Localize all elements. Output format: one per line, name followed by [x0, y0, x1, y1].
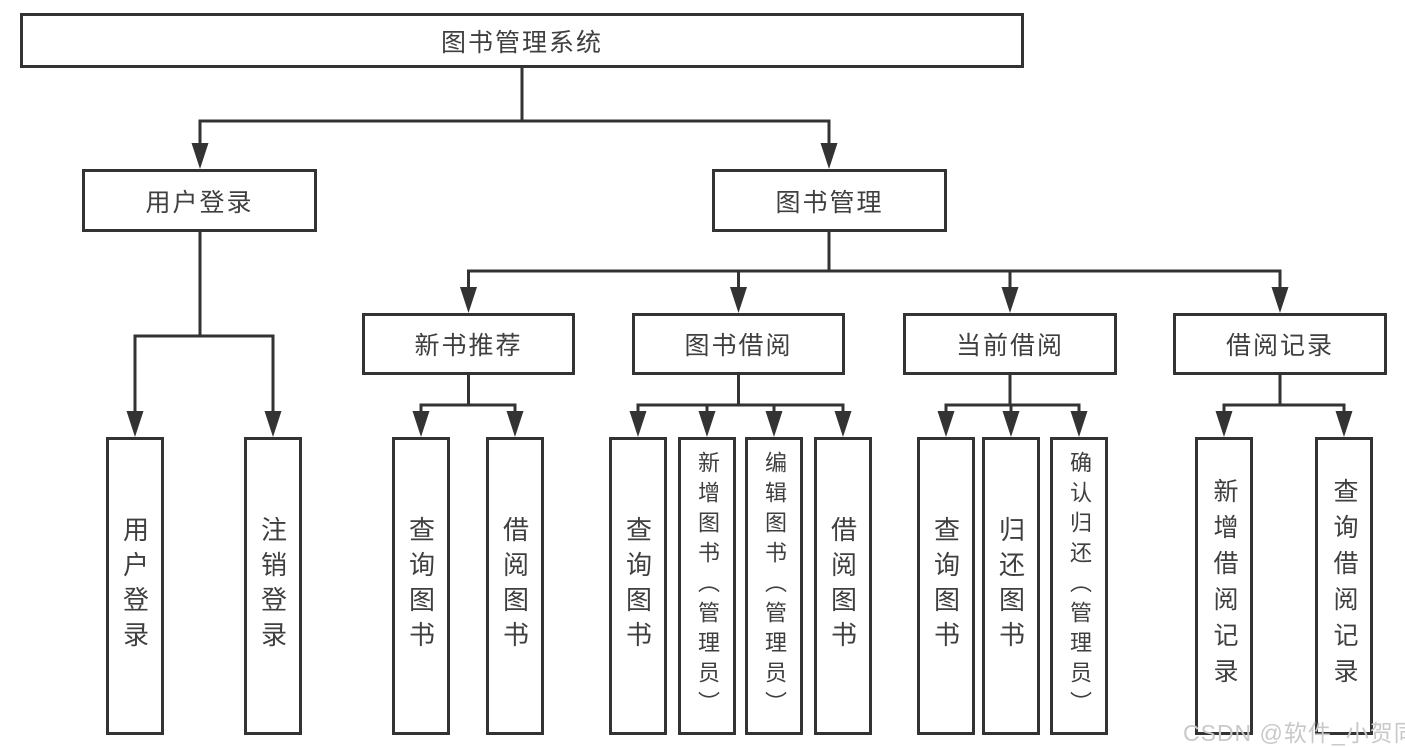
arrowhead-icon: [1335, 411, 1353, 437]
arrowhead-icon: [765, 411, 783, 437]
arrowhead-icon: [126, 411, 144, 437]
node-book-borrowing: 图书借阅: [632, 313, 845, 375]
csdn-watermark: CSDN @软件_小贺同学: [1183, 720, 1405, 746]
leaf-add-borrow-record: 新增借阅记录: [1195, 437, 1253, 735]
arrowhead-icon: [506, 411, 524, 437]
arrowhead-icon: [730, 287, 747, 313]
arrowhead-icon: [264, 411, 282, 437]
leaf-edit-book-admin: 编辑图书（管理员）: [745, 437, 803, 735]
node-user-login: 用户登录: [82, 169, 317, 232]
leaf-add-book-admin: 新增图书（管理员）: [678, 437, 736, 735]
connector-book-borrow-to-leaves: [629, 375, 852, 437]
arrowhead-icon: [1002, 411, 1020, 437]
arrowhead-icon: [412, 411, 430, 437]
leaf-query-books-current: 查询图书: [917, 437, 975, 735]
node-book-management: 图书管理: [712, 169, 947, 232]
node-borrowing-records: 借阅记录: [1173, 313, 1387, 375]
leaf-query-books-recommend: 查询图书: [392, 437, 450, 735]
leaf-user-login: 用户登录: [106, 437, 164, 735]
node-current-borrowing: 当前借阅: [903, 313, 1117, 375]
arrowhead-icon: [937, 411, 955, 437]
arrowhead-icon: [629, 411, 647, 437]
arrowhead-icon: [820, 143, 838, 169]
arrowhead-icon: [1070, 411, 1088, 437]
arrowhead-icon: [834, 411, 852, 437]
arrowhead-icon: [191, 143, 209, 169]
connector-book-mgmt-to-level3: [460, 232, 1289, 313]
node-library-management-system: 图书管理系统: [20, 13, 1024, 68]
connector-current-borrow-to-leaves: [937, 375, 1088, 437]
arrowhead-icon: [1001, 287, 1019, 313]
leaf-query-books-borrowing: 查询图书: [609, 437, 667, 735]
connector-borrow-records-to-leaves: [1215, 375, 1353, 437]
leaf-logout: 注销登录: [244, 437, 302, 735]
leaf-borrow-books-recommend: 借阅图书: [486, 437, 544, 735]
leaf-query-borrow-record: 查询借阅记录: [1315, 437, 1373, 735]
connector-new-book-to-leaves: [412, 375, 524, 437]
node-new-book-recommendation: 新书推荐: [362, 313, 575, 375]
leaf-return-books: 归还图书: [982, 437, 1040, 735]
connector-user-login-to-leaves: [126, 232, 282, 437]
arrowhead-icon: [1271, 287, 1289, 313]
connector-root-to-level2: [191, 68, 838, 169]
leaf-confirm-return-admin: 确认归还（管理员）: [1050, 437, 1108, 735]
leaf-borrow-books-borrowing: 借阅图书: [814, 437, 872, 735]
arrowhead-icon: [1215, 411, 1233, 437]
arrowhead-icon: [460, 287, 477, 313]
arrowhead-icon: [698, 411, 716, 437]
